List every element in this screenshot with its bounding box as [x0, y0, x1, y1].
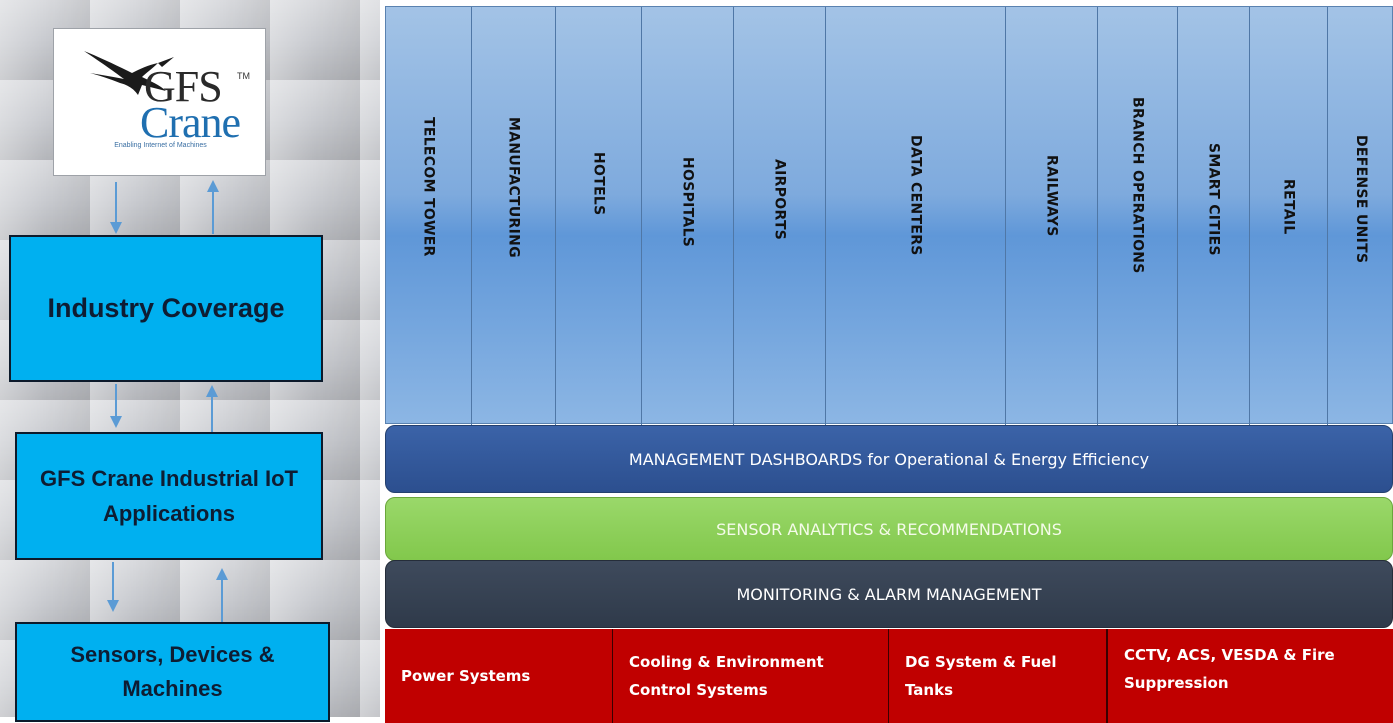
industry-column-retail: RETAIL [1250, 7, 1328, 425]
down-arrow-icon [110, 182, 122, 234]
industry-label: SMART CITIES [1205, 143, 1222, 256]
monitoring-alarm-band: MONITORING & ALARM MANAGEMENT [385, 560, 1393, 628]
industry-label: DEFENSE UNITS [1353, 135, 1369, 264]
industry-coverage-label: Industry Coverage [47, 293, 285, 323]
system-label: DG System & Fuel Tanks [905, 653, 1057, 699]
iot-applications-label: GFS Crane Industrial IoT Applications [40, 466, 298, 526]
up-arrow-icon [207, 180, 219, 234]
system-label: Cooling & Environment Control Systems [629, 653, 824, 699]
industry-column-railways: RAILWAYS [1006, 7, 1098, 425]
gfs-crane-logo: GFS TM Crane Enabling Internet of Machin… [53, 28, 266, 176]
management-dashboards-band: MANAGEMENT DASHBOARDS for Operational & … [385, 425, 1393, 493]
industry-column-airports: AIRPORTS [734, 7, 826, 425]
sensors-devices-box: Sensors, Devices & Machines [15, 622, 330, 722]
logo-trademark: TM [237, 71, 250, 81]
industry-label: AIRPORTS [771, 159, 788, 241]
up-arrow-icon [206, 385, 218, 433]
sensor-analytics-band: SENSOR ANALYTICS & RECOMMENDATIONS [385, 497, 1393, 561]
systems-row: Power Systems Cooling & Environment Cont… [385, 629, 1393, 723]
industry-label: DATA CENTERS [907, 135, 924, 256]
architecture-diagram: TELECOM TOWER MANUFACTURING HOTELS HOSPI… [385, 6, 1393, 723]
system-dg-fuel: DG System & Fuel Tanks [889, 629, 1107, 723]
industry-column-hospitals: HOSPITALS [642, 7, 734, 425]
down-arrow-icon [110, 384, 122, 428]
system-cctv-fire: CCTV, ACS, VESDA & Fire Suppression [1107, 629, 1393, 723]
up-arrow-icon [216, 568, 228, 622]
system-label: CCTV, ACS, VESDA & Fire Suppression [1124, 646, 1335, 692]
system-cooling: Cooling & Environment Control Systems [613, 629, 889, 723]
industry-column-hotels: HOTELS [556, 7, 642, 425]
crane-bird-icon [84, 51, 174, 95]
down-arrow-icon [107, 562, 119, 612]
industry-column-branch-operations: BRANCH OPERATIONS [1098, 7, 1178, 425]
logo-tagline: Enabling Internet of Machines [114, 142, 207, 149]
industry-column-telecom-tower: TELECOM TOWER [386, 7, 472, 425]
industry-column-manufacturing: MANUFACTURING [472, 7, 556, 425]
industry-label: HOSPITALS [679, 157, 696, 248]
management-dashboards-label: MANAGEMENT DASHBOARDS for Operational & … [628, 449, 1150, 469]
industry-label: MANUFACTURING [505, 117, 522, 258]
industry-label: RETAIL [1280, 179, 1297, 235]
system-label: Power Systems [401, 667, 531, 685]
industry-label: HOTELS [590, 152, 607, 216]
sensor-analytics-label: SENSOR ANALYTICS & RECOMMENDATIONS [716, 519, 1062, 539]
industry-columns: TELECOM TOWER MANUFACTURING HOTELS HOSPI… [385, 6, 1393, 425]
iot-applications-box: GFS Crane Industrial IoT Applications [15, 432, 323, 560]
industry-column-data-centers: DATA CENTERS [826, 7, 1006, 425]
industry-column-defense-units: DEFENSE UNITS [1328, 7, 1393, 425]
system-power: Power Systems [385, 629, 613, 723]
industry-label: TELECOM TOWER [420, 117, 437, 257]
logo-brand-top: GFS [144, 62, 223, 111]
left-panel: GFS TM Crane Enabling Internet of Machin… [0, 0, 380, 722]
industry-column-smart-cities: SMART CITIES [1178, 7, 1250, 425]
industry-coverage-box: Industry Coverage [9, 235, 323, 382]
monitoring-alarm-label: MONITORING & ALARM MANAGEMENT [736, 584, 1042, 604]
industry-label: RAILWAYS [1043, 155, 1060, 237]
sensors-devices-label: Sensors, Devices & Machines [70, 642, 275, 701]
industry-label: BRANCH OPERATIONS [1129, 97, 1146, 274]
logo-brand-bottom: Crane [140, 98, 241, 147]
